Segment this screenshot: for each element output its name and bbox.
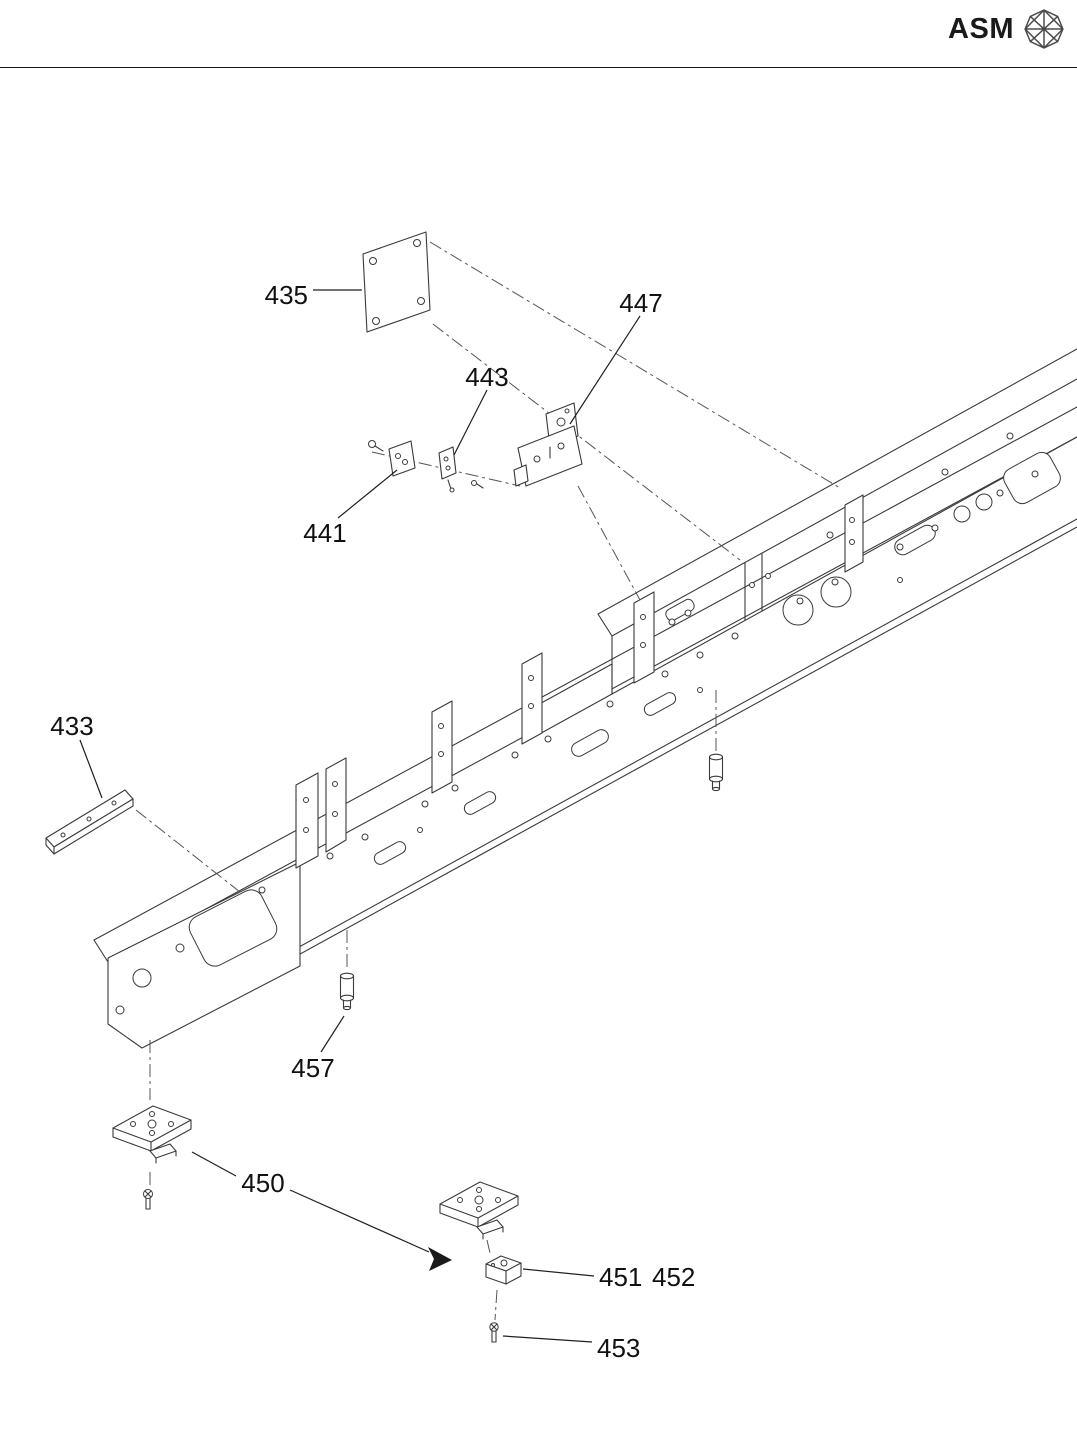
assembly-centerlines: [135, 241, 841, 1321]
leader-450-a: [191, 1151, 237, 1177]
beam-bracket: [844, 494, 864, 573]
callout-443: 443: [465, 362, 508, 392]
part-441: [368, 440, 416, 477]
callout-435: 435: [265, 280, 308, 310]
leader-441: [337, 469, 398, 519]
brand-text: ASM: [948, 12, 1014, 45]
part-450-foot-plate-left: [112, 1105, 192, 1210]
beam-holes: [303, 432, 1039, 860]
beam-mount-tabs: [295, 591, 655, 869]
standoff-duplicate: [708, 753, 724, 792]
leader-451-452: [522, 1268, 595, 1277]
direction-arrow: [428, 1247, 452, 1271]
part-450-foot-plate-right: [439, 1181, 519, 1240]
part-435: [362, 231, 431, 333]
leader-433: [79, 739, 103, 799]
part-453-screw: [489, 1322, 499, 1343]
leader-447: [569, 315, 641, 425]
callout-labels: 435 447 443 441 433 457 450 451 452 453: [50, 280, 695, 1363]
part-447: [513, 402, 583, 487]
beam-slots: [373, 451, 1061, 865]
part-443: [438, 446, 484, 493]
callout-457: 457: [291, 1053, 334, 1083]
page-header: ASM: [948, 8, 1065, 50]
asm-logo-icon: [1024, 9, 1064, 49]
leader-443: [453, 389, 488, 456]
end-plate-cutout: [188, 889, 278, 967]
callout-447: 447: [619, 288, 662, 318]
part-433: [45, 789, 134, 855]
callout-441: 441: [303, 518, 346, 548]
callout-433: 433: [50, 711, 93, 741]
leader-453: [502, 1335, 593, 1343]
leader-450-b: [289, 1189, 430, 1253]
callout-leaders: [79, 289, 641, 1343]
callout-451: 451: [599, 1262, 642, 1292]
callout-453: 453: [597, 1333, 640, 1363]
leader-457: [320, 1015, 345, 1053]
main-beam-assembly: [93, 348, 1077, 1049]
callout-450: 450: [241, 1168, 284, 1198]
callout-452: 452: [652, 1262, 695, 1292]
part-457-standoff: [339, 972, 355, 1011]
part-451-452-block: [485, 1255, 522, 1285]
header-divider: [0, 67, 1077, 68]
